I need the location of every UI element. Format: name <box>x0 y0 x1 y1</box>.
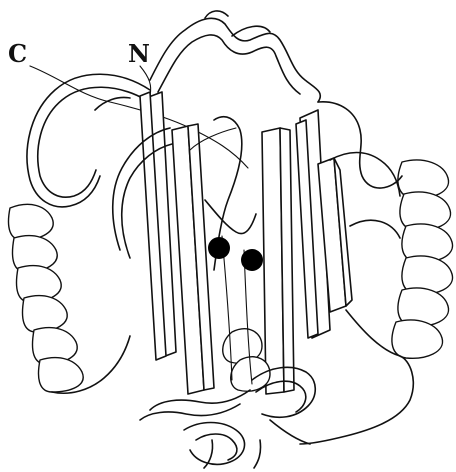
top-loop-region <box>150 11 320 102</box>
left-loop-region <box>27 74 150 207</box>
c-terminal-tail <box>30 66 248 168</box>
n-terminus-label: N <box>128 39 150 68</box>
c-terminus-label: C <box>8 39 27 68</box>
right-helix-upper <box>398 160 453 294</box>
left-helix-upper <box>9 204 68 332</box>
beta-sheet-left-2 <box>172 124 214 394</box>
left-helix-lower <box>33 328 131 394</box>
right-helix-lower <box>392 288 449 358</box>
metal-ion-1 <box>208 237 230 259</box>
n-terminal-tail <box>140 66 151 95</box>
metal-ion-2 <box>241 249 263 271</box>
beta-sheet-right-1 <box>262 128 294 394</box>
